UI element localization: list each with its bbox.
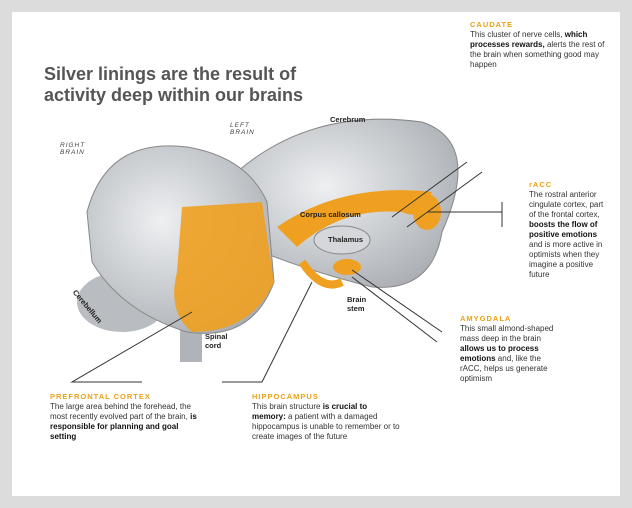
callout-text: This cluster of nerve cells, xyxy=(470,30,563,39)
callout-bold: which processes rewards, xyxy=(470,30,588,49)
label-spinal-cord: Spinal cord xyxy=(205,332,228,350)
callout-heading: HIPPOCAMPUS xyxy=(252,392,319,401)
callout-text: and, like the rACC, helps us generate op… xyxy=(460,354,548,383)
callout-text: This small almond-shaped mass deep in th… xyxy=(460,324,554,343)
callout-prefrontal-cortex: PREFRONTAL CORTEX The large area behind … xyxy=(50,392,200,442)
callout-caudate: CAUDATE This cluster of nerve cells, whi… xyxy=(470,20,615,70)
callout-amygdala: AMYGDALA This small almond-shaped mass d… xyxy=(460,314,560,384)
label-cerebrum: Cerebrum xyxy=(330,115,366,124)
callout-heading: CAUDATE xyxy=(470,20,514,29)
label-right-brain: RIGHT BRAIN xyxy=(60,142,86,156)
infographic-card: Silver linings are the result of activit… xyxy=(12,12,620,496)
caudate-highlight xyxy=(277,190,432,247)
hippocampus-highlight xyxy=(298,259,344,289)
callout-heading: PREFRONTAL CORTEX xyxy=(50,392,151,401)
prefrontal-cortex-highlight xyxy=(174,202,274,332)
label-thalamus: Thalamus xyxy=(328,235,364,244)
callout-text: a patient with a damaged hippocampus is … xyxy=(252,412,400,441)
callout-text: alerts the rest of the brain when someth… xyxy=(470,40,605,69)
callout-text: The large area behind the forehead, the … xyxy=(50,402,191,421)
callout-bold: is responsible for planning and goal set… xyxy=(50,412,197,441)
label-corpus-callosum: Corpus callosum xyxy=(300,210,361,219)
label-left-brain: LEFT BRAIN xyxy=(230,122,255,136)
callout-heading: AMYGDALA xyxy=(460,314,512,323)
callout-bold: allows us to process emotions xyxy=(460,344,539,363)
callout-bold: boosts the flow of positive emotions xyxy=(529,220,598,239)
callout-text: and is more active in optimists when the… xyxy=(529,240,603,279)
callout-text: The rostral anterior cingulate cortex, p… xyxy=(529,190,604,219)
label-brain-stem: Brain stem xyxy=(347,295,367,313)
leader-lines xyxy=(70,161,503,383)
brain-illustration xyxy=(70,118,503,383)
thalamus-shape xyxy=(313,225,371,255)
callout-hippocampus: HIPPOCAMPUS This brain structure is cruc… xyxy=(252,392,402,442)
page-title: Silver linings are the result of activit… xyxy=(44,64,304,105)
amygdala-highlight xyxy=(333,259,361,275)
callout-bold: is crucial to memory: xyxy=(252,402,368,421)
callout-heading: rACC xyxy=(529,180,553,189)
callout-text: This brain structure xyxy=(252,402,321,411)
callout-racc: rACC The rostral anterior cingulate cort… xyxy=(529,180,605,280)
